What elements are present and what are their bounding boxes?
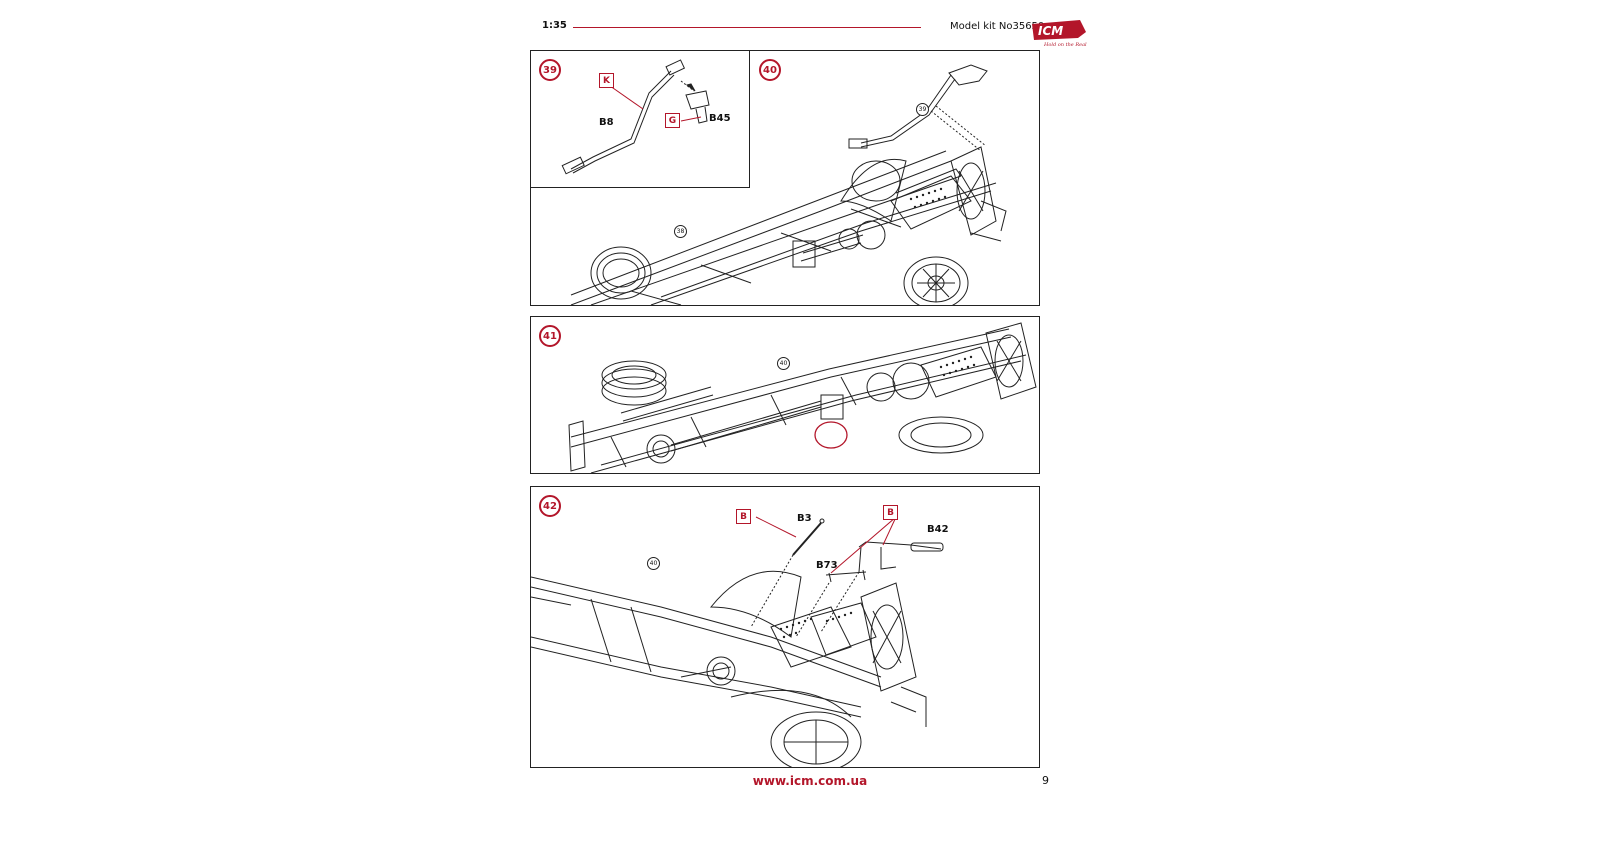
page-number: 9 (1042, 774, 1049, 787)
svg-text:ICM: ICM (1038, 24, 1063, 38)
step-42-badge: 42 (539, 495, 561, 517)
step-39-steering-rod-drawing (561, 59, 710, 175)
step-39-badge: 39 (539, 59, 561, 81)
step-42-sprue-b-1: B (736, 509, 751, 524)
step-42-part-b73: B73 (816, 560, 838, 571)
step-40-ref-39: 39 (916, 103, 929, 116)
step-41-chassis-drawing (568, 322, 1037, 473)
footer-url: www.icm.com.ua (752, 774, 868, 788)
step-40-badge: 40 (759, 59, 781, 81)
step-42-part-b3: B3 (797, 513, 812, 524)
step-42-part-b42: B42 (927, 524, 949, 535)
step-42-ref-40: 40 (647, 557, 660, 570)
step-39-part-b8: B8 (599, 117, 614, 128)
model-kit-label: Model kit No35650 (950, 21, 1045, 32)
step-40-chassis-drawing (570, 64, 1007, 305)
step-40-ref-38: 38 (674, 225, 687, 238)
step-41-ref-40: 40 (777, 357, 790, 370)
step-42-chassis-drawing (531, 516, 944, 767)
icm-logo: ICM Hold on the Real (1030, 18, 1088, 48)
step-41-badge: 41 (539, 325, 561, 347)
step-39-panel: 39 K G B8 B45 (530, 50, 750, 188)
instruction-page: 1:35 Model kit No35650 ICM Hold on the R… (530, 0, 1090, 850)
scale-label: 1:35 (542, 20, 567, 31)
step-39-sprue-g: G (665, 113, 680, 128)
svg-text:Hold on the Real: Hold on the Real (1043, 42, 1087, 48)
header-rule (573, 27, 921, 28)
step-42-sprue-b-2: B (883, 505, 898, 520)
step-41-panel: 41 40 (530, 316, 1040, 474)
step-42-panel: 42 40 B B B3 B42 B73 (530, 486, 1040, 768)
step-39-sprue-k: K (599, 73, 614, 88)
step-39-part-b45: B45 (709, 113, 731, 124)
